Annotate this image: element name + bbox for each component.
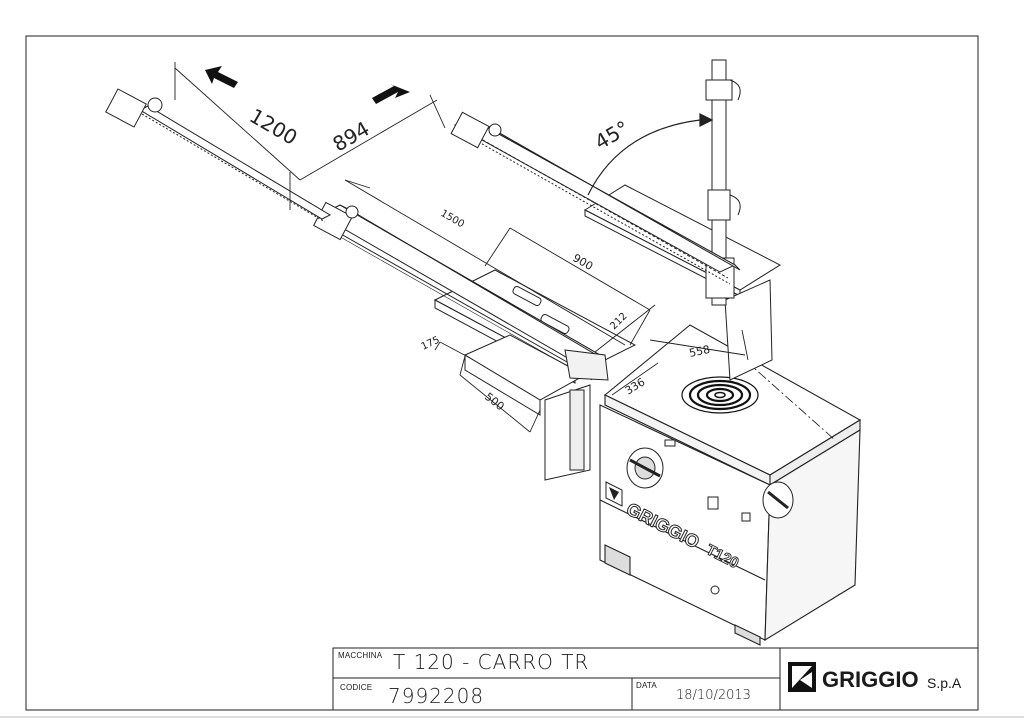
left-arrow-icon bbox=[205, 66, 238, 88]
company-name: GRIGGIO bbox=[822, 667, 919, 692]
dim-175: 175 bbox=[420, 335, 442, 353]
vertical-post bbox=[705, 59, 741, 306]
carriage-base bbox=[463, 334, 591, 481]
company-suffix: S.p.A bbox=[927, 675, 962, 691]
code-value: 7992208 bbox=[388, 684, 485, 708]
date-label: DATA bbox=[636, 681, 657, 690]
dim-558: 558 bbox=[688, 343, 711, 360]
dimension-lines bbox=[174, 62, 749, 433]
code-label: CODICE bbox=[340, 683, 373, 692]
right-arrow-icon bbox=[372, 84, 410, 104]
dim-900: 900 bbox=[571, 251, 596, 273]
dim-angle: 45° bbox=[591, 116, 634, 155]
dim-1500: 1500 bbox=[439, 208, 467, 230]
fence-extension bbox=[105, 88, 332, 223]
title-block bbox=[332, 647, 979, 711]
dim-212: 212 bbox=[608, 311, 629, 332]
spindle-rings bbox=[681, 359, 836, 441]
machine-value: T 120 - CARRO TR bbox=[393, 650, 590, 674]
switch bbox=[707, 496, 719, 510]
angle-indicator bbox=[587, 113, 714, 196]
rear-fence-bar bbox=[450, 111, 741, 285]
direction-arrows bbox=[205, 66, 410, 104]
machine-label: MACCHINA bbox=[338, 651, 383, 660]
date-value: 18/10/2013 bbox=[676, 688, 751, 703]
company-logo-icon bbox=[788, 662, 816, 692]
side-wheel bbox=[762, 481, 794, 519]
dim-1200: 1200 bbox=[246, 104, 302, 150]
handwheel bbox=[626, 447, 664, 489]
